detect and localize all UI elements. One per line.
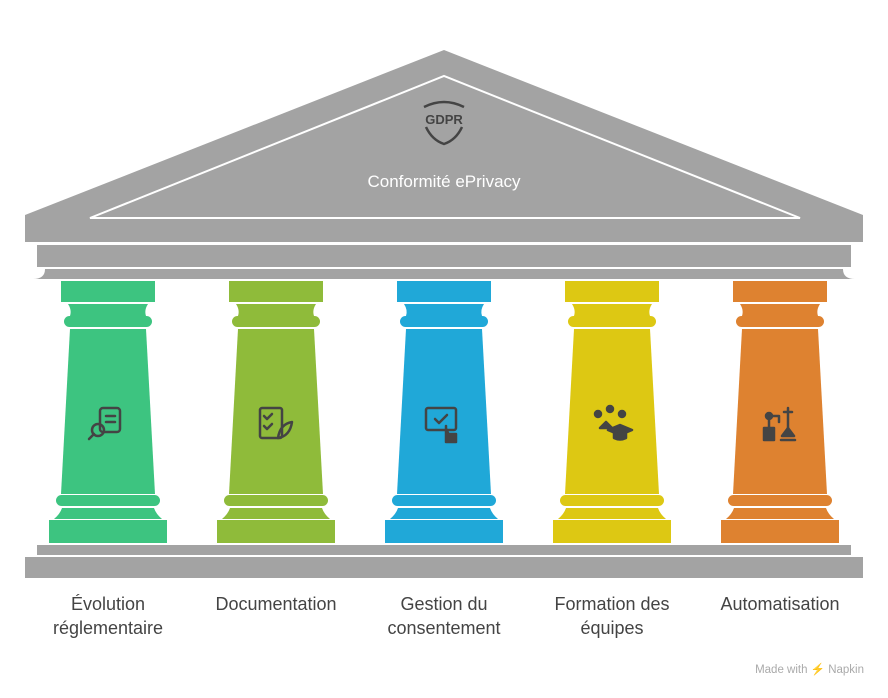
svg-text:GDPR: GDPR	[425, 112, 463, 127]
base	[25, 545, 863, 578]
gdpr-shield-icon: GDPR	[423, 100, 465, 146]
robot-arm-icon	[762, 406, 797, 442]
pillar-4	[553, 281, 671, 543]
roof-title: Conformité ePrivacy	[367, 172, 521, 191]
pillar-2	[217, 281, 335, 543]
roof	[25, 50, 863, 279]
pillar-3	[385, 281, 503, 543]
checkbox-click-icon	[424, 406, 458, 444]
pillar-5	[721, 281, 839, 543]
pillar-1	[49, 281, 167, 543]
pillar-label: Gestion du consentement	[387, 594, 501, 638]
checklist-leaf-icon	[258, 406, 294, 440]
made-with-napkin: Made with ⚡ Napkin	[755, 664, 864, 676]
pillar-label: Automatisation	[720, 594, 840, 614]
document-search-icon	[87, 406, 122, 441]
graduation-group-icon	[593, 404, 634, 441]
pillar-label: Formation des équipes	[554, 594, 670, 638]
pillar-label: Documentation	[215, 594, 337, 614]
pillar-label: Évolution réglementaire	[52, 594, 164, 638]
